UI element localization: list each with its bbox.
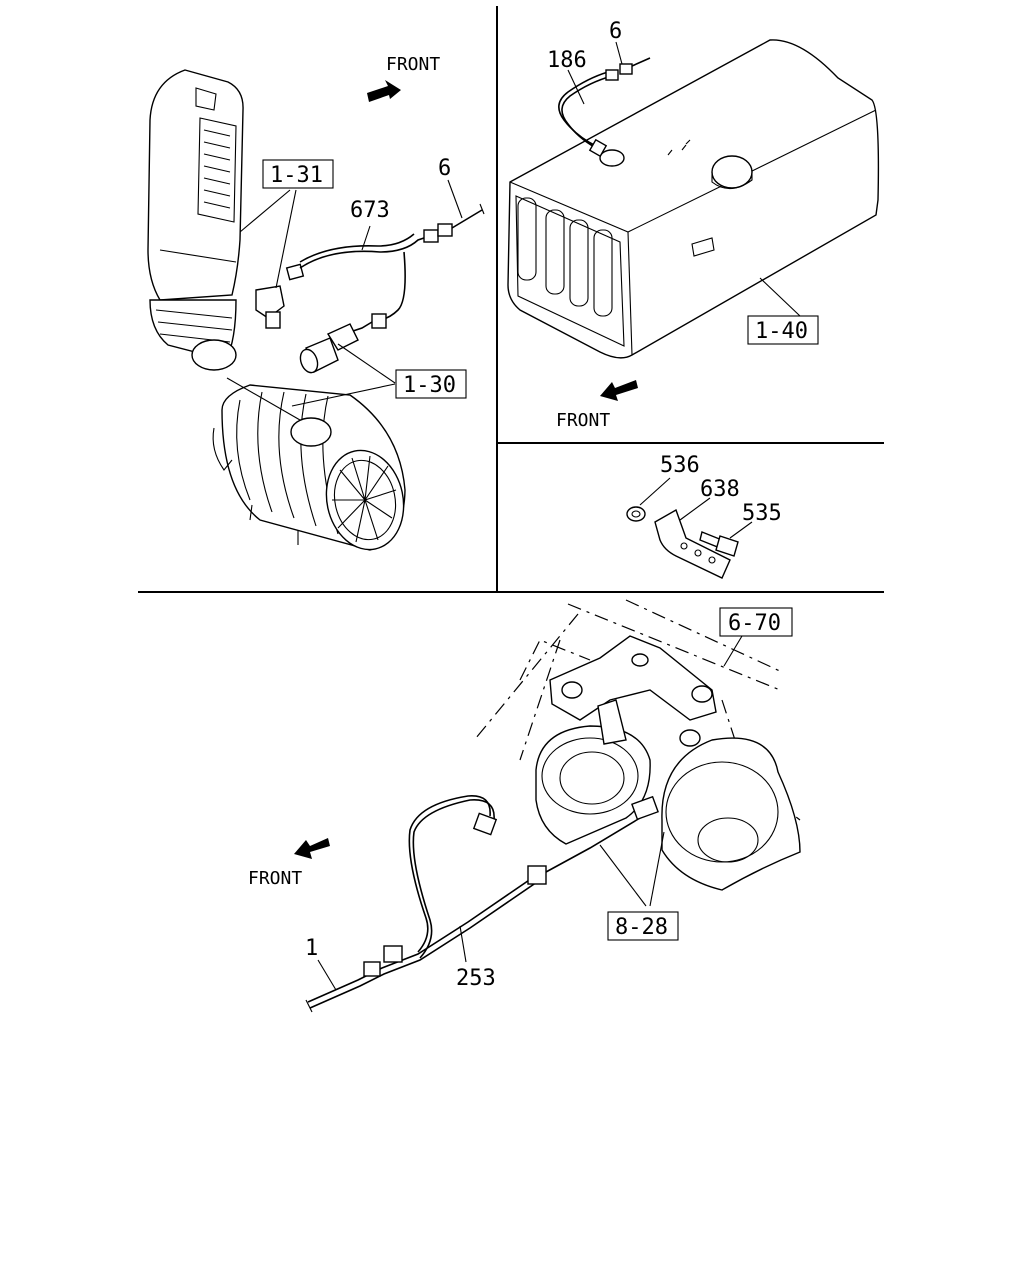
- front-label-horn: FRONT: [248, 868, 302, 889]
- callout-1-31: 1-31: [270, 163, 323, 188]
- front-arrow-icon: [600, 380, 638, 401]
- bracket-section: 536 638 535: [626, 453, 782, 579]
- fuel-tank: [507, 39, 880, 359]
- callout-535: 535: [742, 501, 782, 526]
- intake-duct: [147, 69, 244, 371]
- horn-left: [535, 699, 651, 845]
- callout-253: 253: [456, 966, 496, 991]
- horn-bracket: [549, 635, 717, 747]
- callout-box-1-30: [395, 369, 467, 399]
- harness-186: [558, 57, 651, 158]
- callout-box-6-70: [719, 607, 793, 637]
- callout-186: 186: [547, 48, 587, 73]
- callout-536: 536: [660, 453, 700, 478]
- horn-harness-section: FRONT 6-70 8-28 253 1: [248, 599, 801, 1013]
- fuel-tank-section: FRONT 186 6 1-40: [507, 19, 880, 431]
- callout-638: 638: [700, 477, 740, 502]
- bracket-638: [654, 508, 731, 579]
- callout-673: 673: [350, 198, 390, 223]
- front-arrow-icon: [367, 80, 401, 102]
- callout-1-40: 1-40: [755, 319, 808, 344]
- harness-673: [299, 203, 485, 374]
- callout-6-top-left: 6: [438, 156, 451, 181]
- harness-253: [305, 795, 659, 1013]
- front-label: FRONT: [386, 54, 440, 75]
- callout-1-30: 1-30: [403, 373, 456, 398]
- callout-6-70: 6-70: [728, 611, 781, 636]
- bolt-535: [699, 531, 739, 557]
- nut-536: [626, 506, 646, 522]
- horn-right: [661, 737, 801, 891]
- panel-dividers: [138, 6, 884, 593]
- sensor-1-31: [255, 263, 305, 329]
- callout-box-8-28: [607, 911, 679, 941]
- callout-box-1-40: [747, 315, 819, 345]
- callout-8-28: 8-28: [615, 915, 668, 940]
- callout-6-tank: 6: [609, 19, 622, 44]
- air-cleaner-section: FRONT: [147, 54, 485, 551]
- air-cleaner-body: [212, 384, 406, 551]
- leaders-top-left: [226, 179, 463, 421]
- front-label-tank: FRONT: [556, 410, 610, 431]
- callout-box-1-31: [262, 159, 334, 189]
- callout-1: 1: [305, 936, 318, 961]
- front-arrow-icon: [294, 838, 330, 859]
